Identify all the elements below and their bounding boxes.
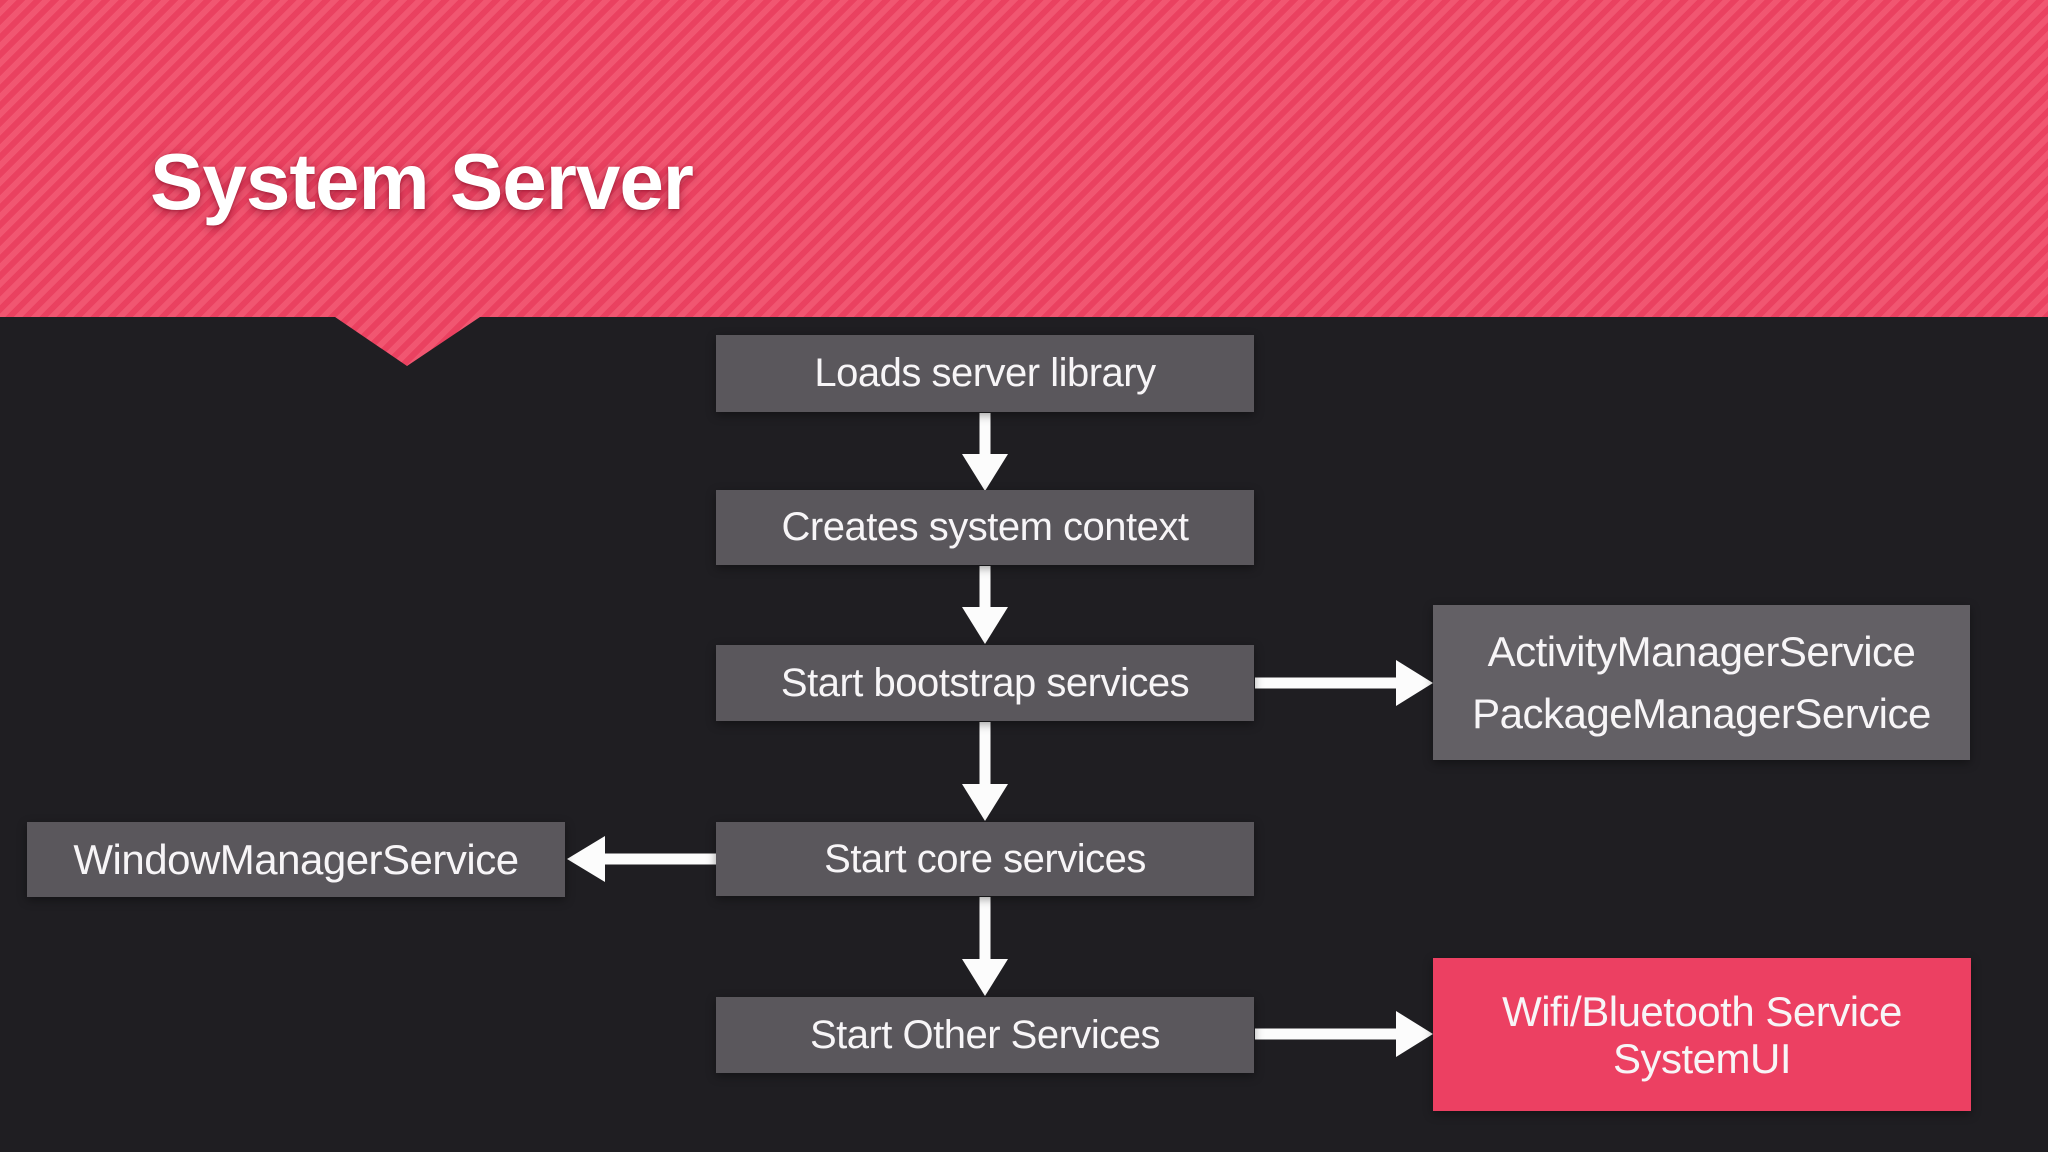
arrow-core-to-other	[962, 897, 1008, 996]
arrow-creates-to-bootstrap	[962, 566, 1008, 644]
arrow-bootstrap-to-ams	[1255, 660, 1433, 706]
node-start-other-services: Start Other Services	[716, 997, 1254, 1073]
page-title: System Server	[150, 137, 694, 226]
node-label-line1: Wifi/Bluetooth Service	[1502, 987, 1902, 1035]
node-start-bootstrap-services: Start bootstrap services	[716, 645, 1254, 721]
node-label-line2: SystemUI	[1612, 1034, 1792, 1082]
node-label-line1: ActivityManagerService	[1487, 627, 1916, 675]
arrow-loads-to-creates	[962, 413, 1008, 491]
node-label: Start Other Services	[809, 1012, 1161, 1057]
node-label-line2: PackageManagerService	[1472, 689, 1931, 737]
node-label: Start core services	[824, 836, 1146, 881]
arrow-other-to-wifi	[1255, 1011, 1433, 1057]
node-activity-package-manager-service: ActivityManagerService PackageManagerSer…	[1433, 605, 1970, 760]
node-label: Creates system context	[781, 505, 1189, 549]
node-label: Loads server library	[814, 351, 1156, 395]
title-banner: System Server	[0, 0, 2048, 366]
node-wifi-bluetooth-systemui: Wifi/Bluetooth Service SystemUI	[1433, 958, 1971, 1111]
node-label: WindowManagerService	[73, 835, 519, 883]
node-loads-server-library: Loads server library	[716, 335, 1254, 412]
arrow-bootstrap-to-core	[962, 722, 1008, 821]
node-start-core-services: Start core services	[716, 822, 1254, 896]
node-creates-system-context: Creates system context	[716, 490, 1254, 565]
arrow-core-to-wms	[567, 836, 716, 882]
node-label: Start bootstrap services	[780, 660, 1190, 705]
node-window-manager-service: WindowManagerService	[27, 822, 565, 897]
